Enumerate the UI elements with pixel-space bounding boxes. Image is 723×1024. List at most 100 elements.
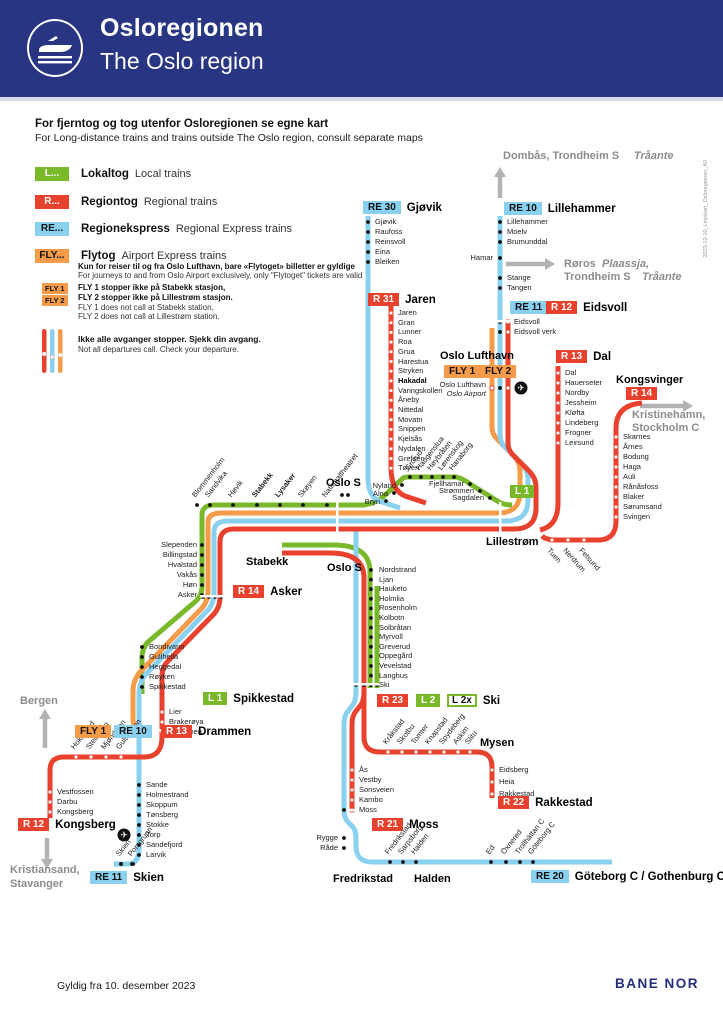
station-label: Moss [359,805,377,814]
station-dot [366,220,370,224]
station-dot [388,860,392,864]
route-number: R 14 [233,585,265,598]
station-dot [369,664,373,668]
station-label: Brakerøya [169,717,204,726]
fly1-rule-no: FLY 1 stopper ikke på Stabekk stasjon, [78,283,226,292]
station-label: Stokke [146,820,169,829]
fly2-rule-no: FLY 2 stopper ikke på Lillestrøm stasjon… [78,293,233,302]
station-dot [369,606,373,611]
station-label: Hakadal [398,375,427,385]
station-label: Grua [398,346,415,356]
station-label: Ljan [379,574,394,584]
station-dot [369,644,373,649]
route-number: FLY 1 [444,365,481,378]
route-terminus-label: Eidsvoll [583,301,628,314]
map-place-label: Dombås, Trondheim S [503,150,620,162]
station-label: Oslo Airport [446,389,486,398]
station-label: Grefsen [398,453,425,463]
gray-continuation-arrows [42,176,684,860]
validity-note: Gyldig fra 10. desember 2023 [57,980,196,992]
station-dot [140,675,144,679]
station-label: Sande [146,780,168,789]
station-label: Jaren [398,308,417,317]
route-badge-re11: RE 11 [510,301,548,314]
station-dot [498,276,502,280]
station-dot [555,420,561,426]
station-dot [498,220,502,224]
station-dot [613,454,619,460]
station-label: Bodung [623,452,649,461]
station-dot [384,499,388,503]
station-label: Asker [177,590,197,599]
station-dot [137,783,141,787]
station-dot [388,388,394,394]
station-label: Auli [623,472,636,481]
station-dot [441,749,447,755]
station-dot [47,789,53,795]
station-dot [489,791,495,797]
station-label: Torp [146,830,161,839]
station-label: Svingen [623,512,651,521]
map-place-label: Stockholm C [632,422,700,434]
station-dot [278,503,282,507]
route-badge-fly1: FLY 1 [75,725,112,738]
route-number: RE 11 [510,301,548,314]
station-dot [103,754,109,760]
station-dot [408,475,412,479]
map-place-label: Bergen [20,695,58,707]
interchange-tick [499,502,502,533]
station-label: Sørumsand [623,502,662,511]
station-dot [555,390,561,396]
route-terminus-label: Gjøvik [406,201,442,214]
station-label: Hauerseter [565,378,603,387]
intro-english: For Long-distance trains and trains outs… [35,132,423,144]
station-dot [613,494,619,500]
station-dot [366,240,370,244]
station-dot [555,400,561,406]
station-dot [613,514,619,520]
station-label: Snippen [398,424,426,434]
station-label: Langhus [379,670,408,680]
station-dot [430,475,434,479]
station-dot [388,339,394,345]
station-label: Ås [359,765,368,774]
route-terminus-label: Lillehammer [547,202,616,215]
station-dot [346,493,350,497]
station-label: Eidsberg [499,765,529,774]
route-badge-l1: L 1 [510,485,535,498]
station-dot [413,749,419,755]
station-label: Movatn [398,414,423,424]
station-dot [208,503,212,507]
station-dot [119,862,123,866]
station-label: Vestby [359,775,382,784]
map-place-label: Tråante [634,150,674,162]
header: Osloregionen The Oslo region [0,0,723,97]
station-label: Gjøvik [375,217,397,226]
station-dot [140,655,144,659]
station-dot [498,230,502,234]
route-badge-re30: RE 30 Gjøvik [363,201,442,214]
route-terminus-label: Dal [593,350,612,363]
route-terminus-label: Jaren [405,293,436,306]
route-number: RE 20 [531,870,569,883]
map-place-label: Oslo S [327,562,362,574]
station-label: Sagdalen [452,493,484,502]
station-dot [369,568,373,572]
station-dot [399,749,405,755]
station-label: Høn [182,580,197,589]
airport-icon [514,381,528,395]
gray-arrowheads [39,167,693,869]
station-dot [427,749,433,755]
map-place-label: Kristiansand, [10,864,80,876]
station-dot [159,709,165,715]
header-divider [0,97,723,101]
station-dot [366,230,370,234]
station-label: Nordstrand [379,565,417,574]
station-label: Blaker [623,492,645,501]
station-dot [452,475,456,479]
route-number: RE 30 [363,201,401,214]
station-label: Skarnes [623,432,651,441]
